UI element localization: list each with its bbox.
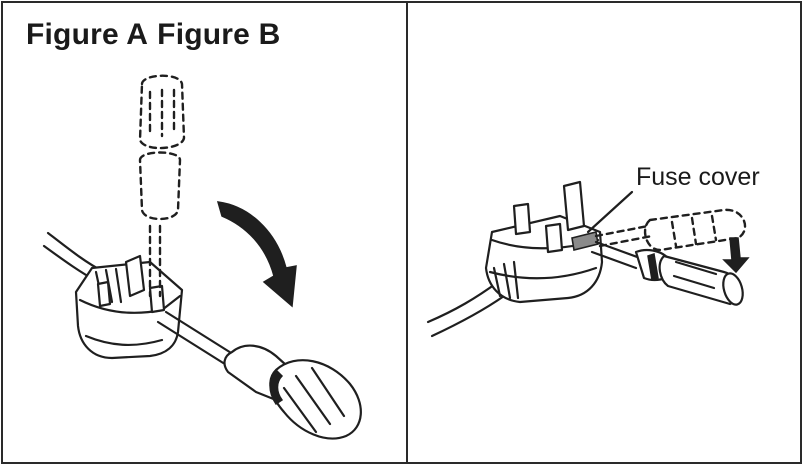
uk-plug-b-icon (484, 180, 604, 304)
ghost-screwdriver-b-icon (594, 208, 747, 252)
ghost-screwdriver-icon (138, 74, 186, 298)
figure-b-label: Figure B (157, 18, 281, 51)
figure-b-illustration (426, 180, 750, 338)
callout-leader-line (586, 190, 634, 234)
panel-divider (406, 3, 408, 462)
screwdriver-b-icon (590, 240, 744, 306)
screwdriver-icon (156, 310, 362, 440)
curved-arrow-icon (216, 201, 297, 308)
figure-a-label: Figure A (26, 18, 149, 51)
cable-b-outline-bottom (430, 294, 506, 338)
cable-a-outline-top (46, 231, 106, 274)
cable-b-outline-top (426, 280, 500, 324)
figure-a-illustration (42, 74, 362, 440)
down-arrow-icon (722, 237, 750, 274)
fuse-cover-label: Fuse cover (636, 163, 760, 191)
uk-plug-icon (74, 254, 184, 360)
